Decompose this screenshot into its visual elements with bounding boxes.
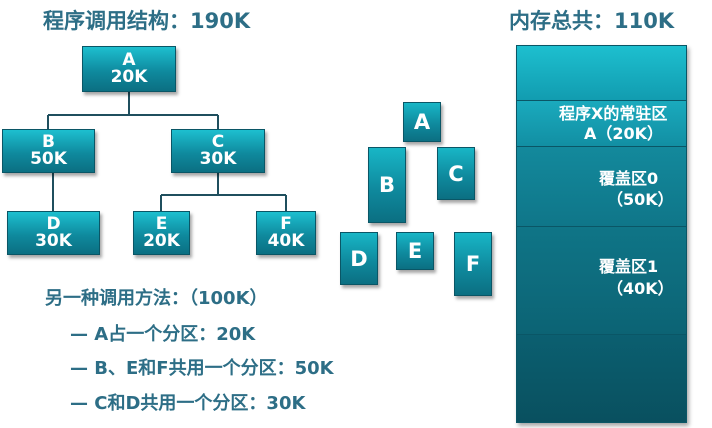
tree-node-c-name: C [211, 132, 225, 152]
tree-node-a-name: A [122, 50, 136, 70]
resident-label-1: 程序X的常驻区 [559, 104, 668, 123]
method-item-1: — A占一个分区：20K [70, 324, 256, 345]
tree-node-f-size: 40K [267, 231, 305, 251]
tree-node-f: F 40K [256, 211, 316, 255]
method-item-2: — B、E和F共用一个分区：50K [70, 358, 334, 379]
overlay1-label-2: （40K） [607, 279, 674, 298]
tree-node-d: D 30K [7, 211, 100, 255]
resident-label-2: A（20K） [584, 124, 664, 143]
module-piece-c: C [437, 147, 475, 200]
memory-block: 程序X的常驻区 A（20K） 覆盖区0 （50K） 覆盖区1 （40K） [516, 45, 687, 423]
memory-free-top [517, 46, 686, 101]
tree-node-b-name: B [42, 132, 55, 152]
tree-node-a-size: 20K [110, 67, 148, 87]
overlay0-label-2: （50K） [607, 190, 674, 209]
overlay0-label-1: 覆盖区0 [599, 169, 659, 188]
tree-node-d-size: 30K [35, 231, 72, 251]
module-piece-b: B [368, 147, 406, 223]
memory-resident-area: 程序X的常驻区 A（20K） [517, 101, 686, 147]
tree-node-f-name: F [280, 214, 292, 234]
tree-node-c: C 30K [171, 129, 265, 173]
memory-free-bottom [517, 335, 686, 422]
method-item-3: — C和D共用一个分区：30K [70, 393, 306, 414]
call-structure-title: 程序调用结构：190K [43, 9, 251, 33]
tree-node-e-name: E [155, 214, 168, 234]
tree-node-b-size: 50K [30, 149, 67, 169]
tree-node-e: E 20K [133, 211, 190, 255]
method-heading: 另一种调用方法：（100K） [45, 288, 268, 309]
memory-overlay-1: 覆盖区1 （40K） [517, 227, 686, 335]
tree-node-e-size: 20K [143, 231, 180, 251]
memory-total-title: 内存总共：110K [509, 9, 675, 33]
module-piece-f: F [454, 232, 492, 296]
tree-node-c-size: 30K [199, 149, 237, 169]
tree-node-d-name: D [46, 214, 61, 234]
module-piece-d: D [340, 232, 378, 285]
memory-overlay-0: 覆盖区0 （50K） [517, 147, 686, 227]
module-piece-a: A [403, 102, 441, 142]
overlay1-label-1: 覆盖区1 [599, 257, 659, 276]
module-piece-e: E [396, 232, 434, 270]
tree-node-a: A 20K [82, 46, 176, 92]
tree-node-b: B 50K [2, 129, 95, 173]
